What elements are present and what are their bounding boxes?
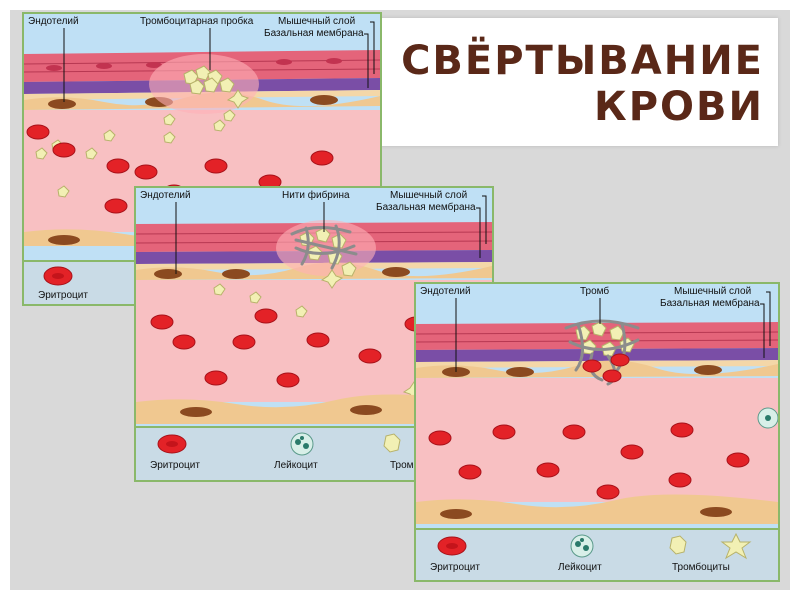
legend-label-platelets: Тромбоциты [672, 562, 730, 573]
leukocyte-icon [571, 535, 593, 557]
label-muscle-layer: Мышечный слой [674, 286, 751, 297]
label-muscle-layer: Мышечный слой [278, 16, 355, 27]
legend-3: Эритроцит Лейкоцит Тромбоциты [416, 528, 778, 580]
label-basement-membrane: Базальная мембрана [376, 202, 476, 213]
title-line-2: КРОВИ [384, 84, 764, 130]
label-platelet-plug: Тромбоцитарная пробка [140, 16, 253, 27]
label-muscle-layer: Мышечный слой [390, 190, 467, 201]
legend-label-erythrocyte: Эритроцит [150, 460, 200, 471]
label-basement-membrane: Базальная мембрана [264, 28, 364, 39]
legend-label-erythrocyte: Эритроцит [430, 562, 480, 573]
title-line-1: СВЁРТЫВАНИЕ [384, 38, 764, 84]
diagram-panel-3: Эндотелий Тромб Мышечный слой Базальная … [414, 282, 780, 582]
legend-label-leukocyte: Лейкоцит [274, 460, 318, 471]
platelet-icon [384, 434, 400, 452]
erythrocyte-icon [438, 537, 466, 555]
label-thrombus: Тромб [580, 286, 609, 297]
label-endothelium: Эндотелий [140, 190, 191, 201]
label-endothelium: Эндотелий [28, 16, 79, 27]
legend-label-leukocyte: Лейкоцит [558, 562, 602, 573]
label-basement-membrane: Базальная мембрана [660, 298, 760, 309]
leukocyte-icon [291, 433, 313, 455]
legend-label-erythrocyte: Эритроцит [38, 290, 88, 301]
label-endothelium: Эндотелий [420, 286, 471, 297]
label-fibrin-threads: Нити фибрина [282, 190, 350, 201]
platelet-icons [670, 534, 750, 558]
title-box: СВЁРТЫВАНИЕ КРОВИ [380, 18, 778, 146]
erythrocyte-icon [158, 435, 186, 453]
